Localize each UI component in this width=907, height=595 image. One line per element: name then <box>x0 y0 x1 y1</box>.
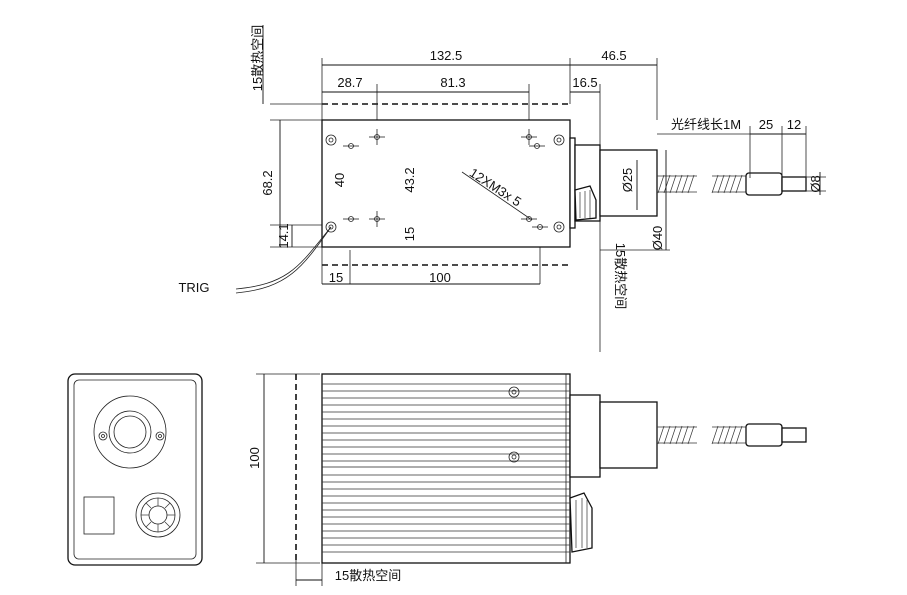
dim-diameter-8: Ø8 <box>808 175 823 192</box>
dim-hole-spacing: 81.3 <box>440 75 465 90</box>
trig-label: TRIG <box>178 280 209 295</box>
dim-connector-b: 12 <box>787 117 801 132</box>
front-panel <box>67 373 203 566</box>
dim-bottom-offset: 14.1 <box>276 223 291 248</box>
front-view <box>67 373 203 566</box>
dim-connector-offset: 16.5 <box>572 75 597 90</box>
dim-bottom-hole: 15 <box>402 227 417 241</box>
dim-mount-left: 15 <box>329 270 343 285</box>
dim-center-height: 43.2 <box>402 167 417 192</box>
heat-space-left-label: 15散热空间 <box>250 25 265 91</box>
side-dim-height: 100 <box>247 447 262 469</box>
side-heat-space-label: 15散热空间 <box>335 568 401 583</box>
top-view-housing <box>321 119 571 248</box>
dim-height: 68.2 <box>260 170 275 195</box>
side-housing <box>321 373 571 564</box>
top-view: 132.5 46.5 28.7 81.3 16.5 15 100 TRIG 光纤… <box>178 25 826 352</box>
trig-socket <box>135 492 181 538</box>
side-view: 100 15散热空间 <box>247 373 807 586</box>
fiber-connector-top <box>569 137 807 229</box>
dim-hole-vertical: 40 <box>332 173 347 187</box>
dim-diameter-25: Ø25 <box>620 168 635 193</box>
dim-fiber-offset: 46.5 <box>601 48 626 63</box>
trig-cable <box>235 226 332 290</box>
label-window <box>83 496 115 535</box>
heat-space-right-label: 15散热空间 <box>613 243 628 309</box>
dim-hole-offset-left: 28.7 <box>337 75 362 90</box>
dim-mount-spacing: 100 <box>429 270 451 285</box>
dim-connector-a: 25 <box>759 117 773 132</box>
m3-holes <box>343 129 548 230</box>
dim-diameter-40: Ø40 <box>650 226 665 251</box>
fiber-length-label: 光纤线长1M <box>671 117 741 132</box>
dim-total-length: 132.5 <box>430 48 463 63</box>
cooling-fins <box>322 383 570 553</box>
